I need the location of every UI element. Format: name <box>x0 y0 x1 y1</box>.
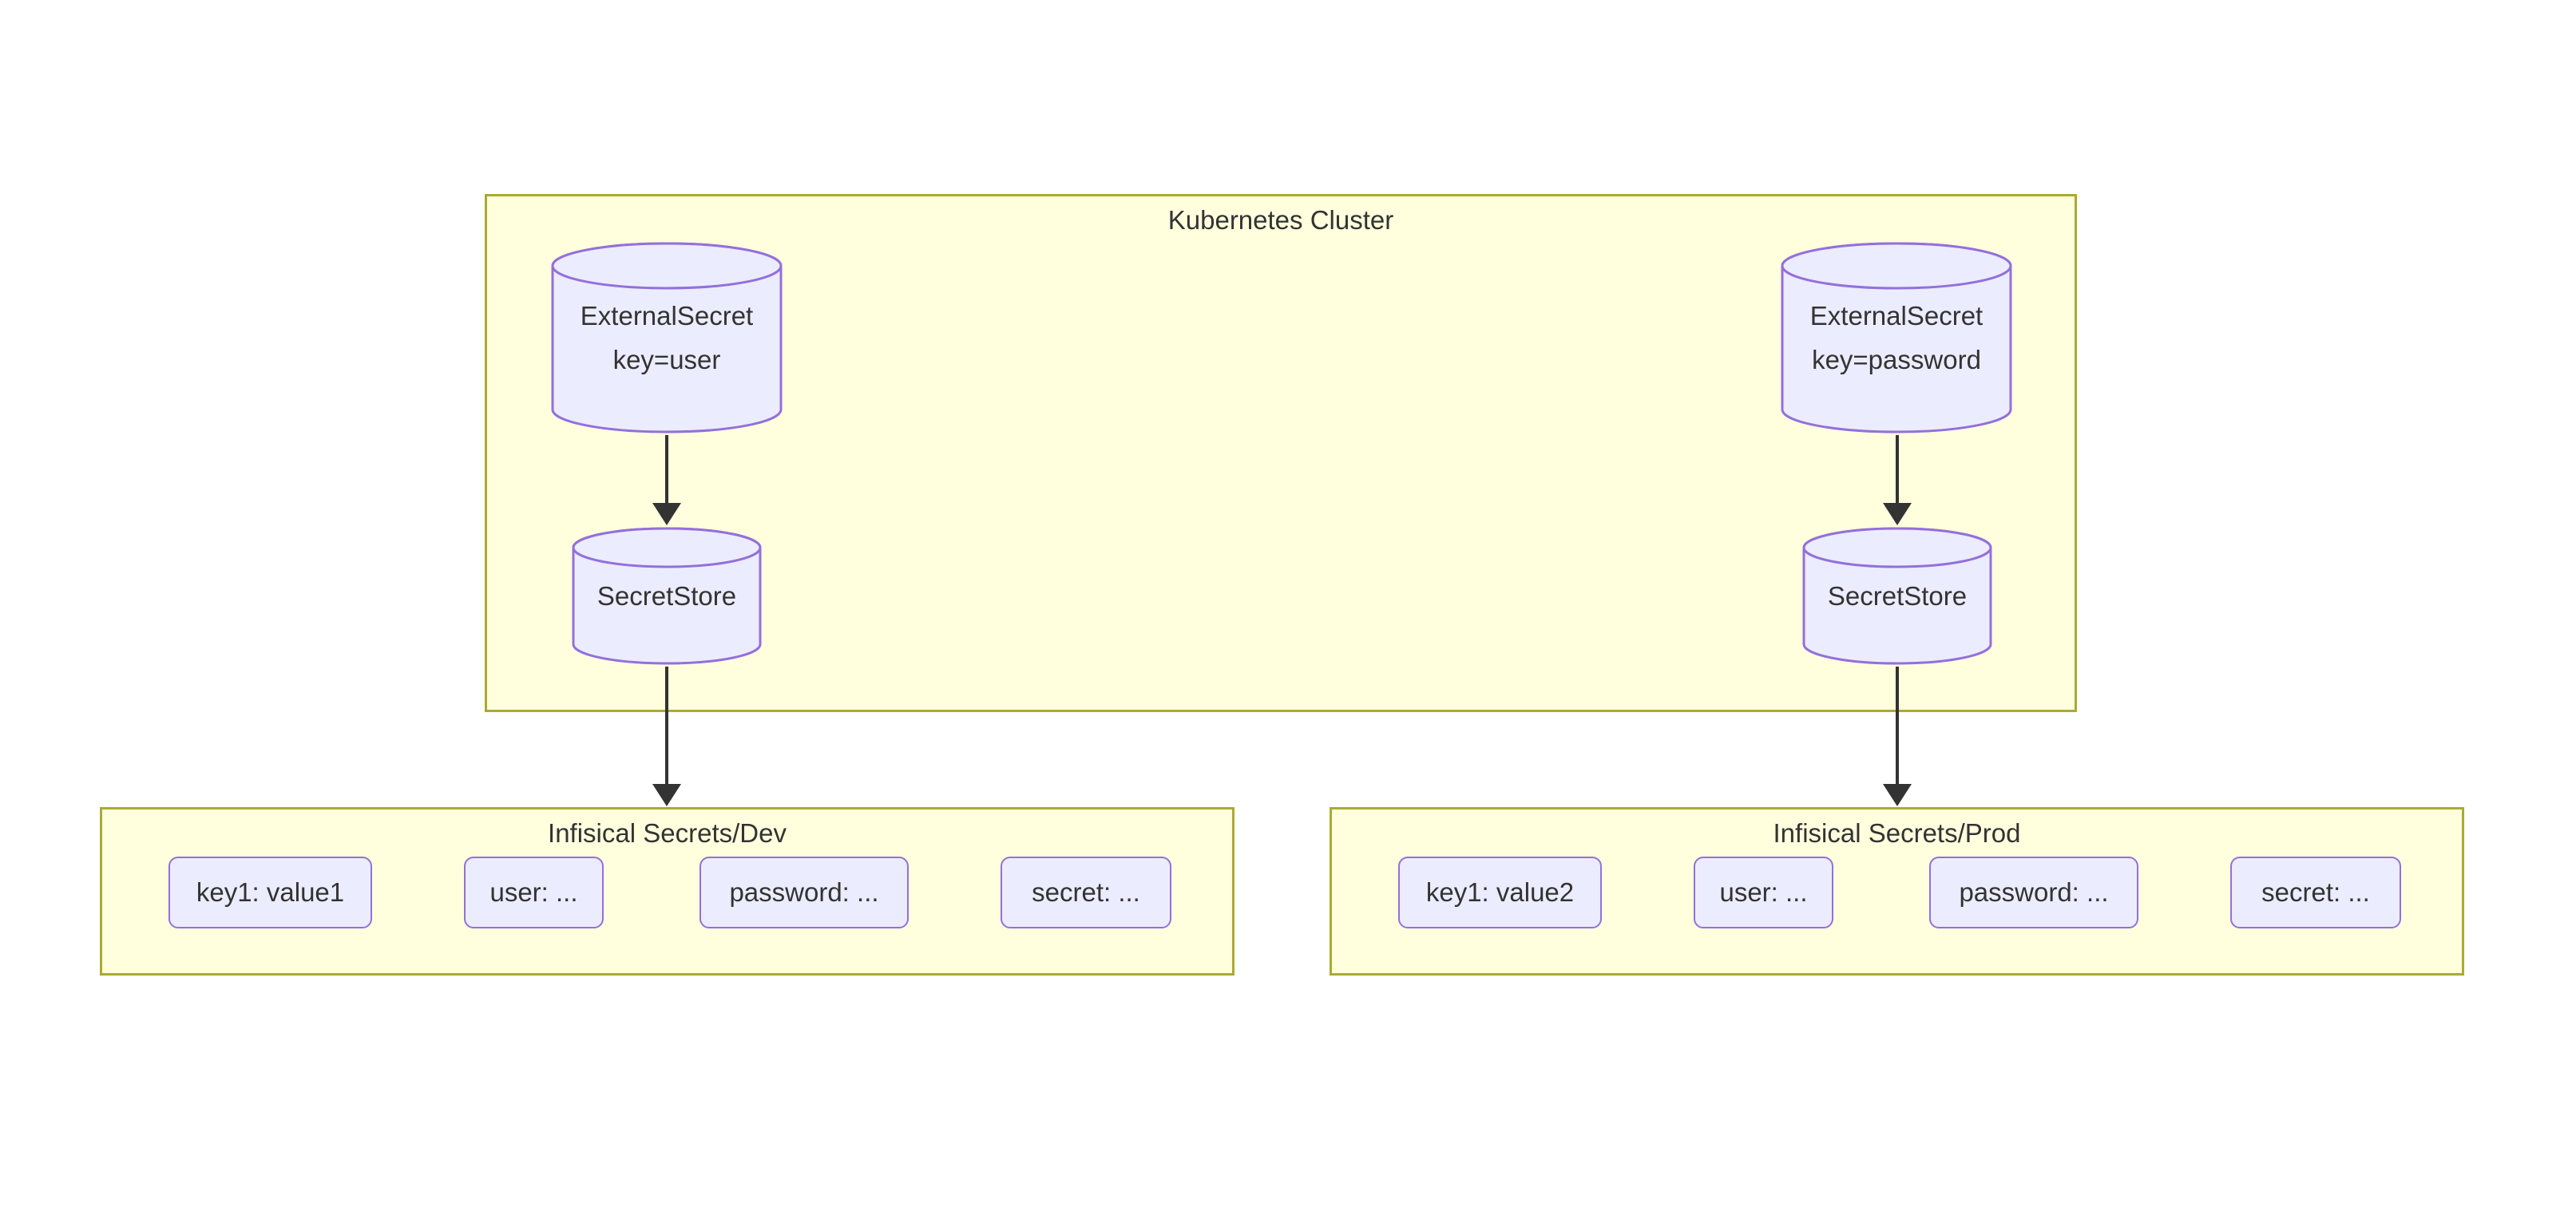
cluster-dev-title: Infisical Secrets/Dev <box>548 818 787 848</box>
arrow-shaft <box>1896 667 1899 786</box>
node-external-secret-password: ExternalSecret key=password <box>1781 242 2012 433</box>
arrow-shaft <box>665 667 668 786</box>
node-external-secret-user: ExternalSecret key=user <box>551 242 783 433</box>
cluster-kubernetes-title: Kubernetes Cluster <box>1167 205 1394 235</box>
cluster-infisical-dev: Infisical Secrets/Dev key1: value1 user:… <box>100 807 1234 976</box>
node-label-line1: ExternalSecret <box>1809 301 1984 331</box>
arrow-secretstore-to-prod <box>1883 667 1912 806</box>
arrow-externalsecret-password-to-secretstore <box>1883 435 1912 525</box>
secret-item-secret-dev: secret: ... <box>1001 857 1171 928</box>
arrow-secretstore-to-dev <box>652 667 681 806</box>
cylinder-shape <box>572 527 762 665</box>
arrowhead-icon <box>1883 503 1912 525</box>
secret-item-user-dev: user: ... <box>464 857 604 928</box>
node-label: ExternalSecret key=user <box>551 242 783 433</box>
arrowhead-icon <box>1883 784 1912 806</box>
arrow-shaft <box>665 435 668 505</box>
node-label-line1: SecretStore <box>596 581 737 611</box>
node-label-line2: key=password <box>1812 345 1981 374</box>
secret-item-key1-value1: key1: value1 <box>168 857 372 928</box>
arrowhead-icon <box>652 503 681 525</box>
cluster-infisical-prod: Infisical Secrets/Prod key1: value2 user… <box>1330 807 2464 976</box>
arrow-externalsecret-user-to-secretstore <box>652 435 681 525</box>
node-secret-store-prod: SecretStore <box>1802 527 1992 665</box>
cylinder-shape <box>551 242 783 433</box>
arrowhead-icon <box>652 784 681 806</box>
node-label-line1: ExternalSecret <box>580 301 754 331</box>
secret-item-secret-prod: secret: ... <box>2230 857 2401 928</box>
node-secret-store-dev: SecretStore <box>572 527 762 665</box>
cylinder-shape <box>1802 527 1992 665</box>
secret-item-password-dev: password: ... <box>699 857 909 928</box>
cylinder-shape <box>1781 242 2012 433</box>
secret-item-user-prod: user: ... <box>1694 857 1833 928</box>
node-label: SecretStore <box>1802 527 1992 665</box>
node-label-line1: SecretStore <box>1827 581 1968 611</box>
arrow-shaft <box>1896 435 1899 505</box>
node-label: SecretStore <box>572 527 762 665</box>
secret-item-password-prod: password: ... <box>1929 857 2138 928</box>
secret-item-key1-value2: key1: value2 <box>1398 857 1602 928</box>
cluster-prod-title: Infisical Secrets/Prod <box>1773 818 2021 848</box>
node-label-line2: key=user <box>612 345 721 374</box>
node-label: ExternalSecret key=password <box>1781 242 2012 433</box>
